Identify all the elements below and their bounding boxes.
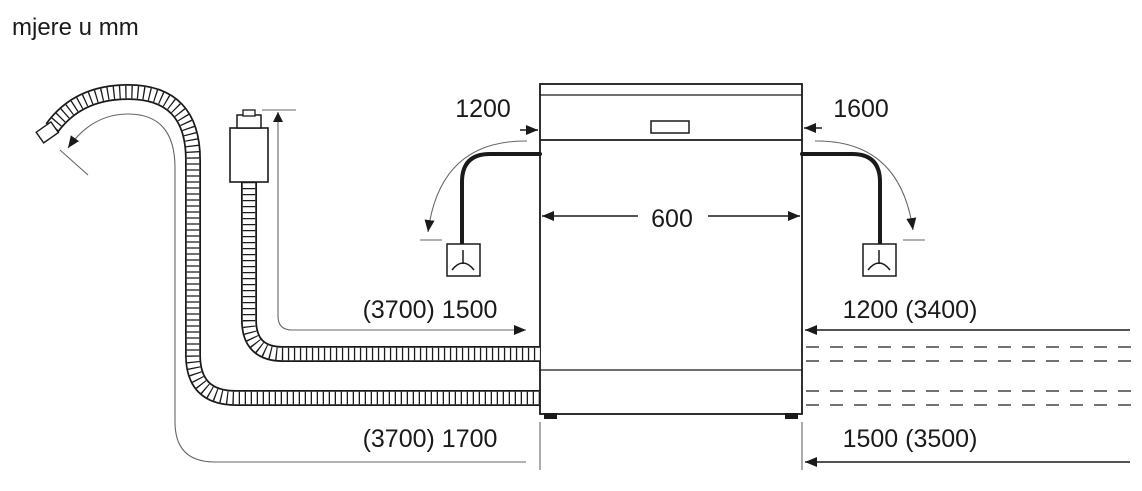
foot-left bbox=[544, 413, 557, 419]
right-water-supply-label: 1600 bbox=[833, 95, 889, 123]
right-water-supply: 1600 bbox=[800, 95, 925, 277]
socket-right-icon bbox=[862, 243, 897, 277]
width-dimension: 600 bbox=[542, 205, 800, 233]
right-dimension-leaders: 1200 (3400) 1500 (3500) bbox=[805, 296, 1130, 467]
right-lower-label: 1500 (3500) bbox=[843, 425, 978, 453]
aquastop-valve-icon bbox=[229, 127, 269, 183]
control-panel-display bbox=[650, 120, 690, 134]
right-upper-label: 1200 (3400) bbox=[843, 296, 978, 324]
hose-extension-dashes bbox=[806, 346, 1138, 406]
left-power-cord-label: 1200 bbox=[455, 95, 511, 123]
dishwasher-body bbox=[539, 83, 803, 419]
inlet-hose: (3700) 1500 bbox=[229, 109, 540, 362]
left-power-cord: 1200 bbox=[420, 95, 542, 277]
left-upper-hose-label: (3700) 1500 bbox=[363, 296, 498, 324]
drain-hose: (3700) 1700 bbox=[35, 84, 540, 463]
left-lower-hose-label: (3700) 1700 bbox=[363, 425, 498, 453]
drain-hose-end-icon bbox=[35, 120, 60, 144]
units-label: mjere u mm bbox=[12, 14, 139, 41]
foot-right bbox=[785, 413, 798, 419]
width-label: 600 bbox=[651, 205, 693, 233]
